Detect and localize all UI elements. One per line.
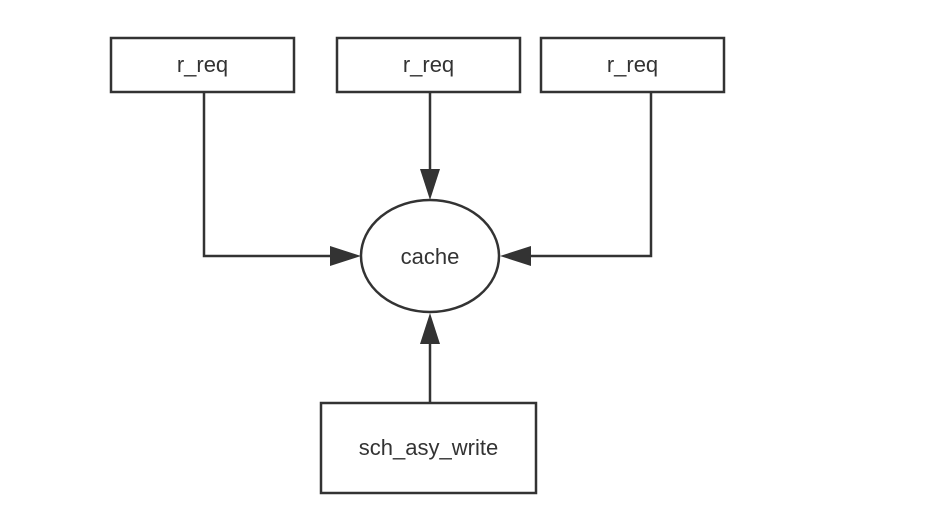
node-req-left: r_req bbox=[109, 36, 296, 94]
edge-writer-to-cache bbox=[420, 313, 440, 403]
edge-req-mid-to-cache bbox=[420, 92, 440, 200]
edge-req-right-arrowhead bbox=[500, 246, 531, 266]
node-req-left-label: r_req bbox=[177, 52, 228, 77]
edge-req-right-to-cache bbox=[500, 92, 653, 266]
node-req-right: r_req bbox=[539, 36, 726, 94]
edge-req-left-arrowhead bbox=[330, 246, 361, 266]
node-req-left-box bbox=[109, 36, 296, 94]
edge-writer-arrowhead bbox=[420, 313, 440, 344]
edge-req-mid-arrowhead bbox=[420, 169, 440, 200]
node-req-mid: r_req bbox=[335, 36, 522, 94]
node-req-right-box bbox=[539, 36, 726, 94]
node-cache-label: cache bbox=[401, 244, 460, 269]
edge-req-left-line bbox=[202, 92, 333, 258]
edge-req-left-to-cache bbox=[202, 92, 361, 266]
node-cache: cache bbox=[359, 198, 501, 314]
node-req-right-label: r_req bbox=[607, 52, 658, 77]
node-req-mid-label: r_req bbox=[403, 52, 454, 77]
node-req-mid-box bbox=[335, 36, 522, 94]
node-writer: sch_asy_write bbox=[319, 401, 538, 495]
edge-req-right-line bbox=[528, 92, 653, 258]
node-writer-box bbox=[319, 401, 538, 495]
node-writer-label: sch_asy_write bbox=[359, 435, 498, 460]
